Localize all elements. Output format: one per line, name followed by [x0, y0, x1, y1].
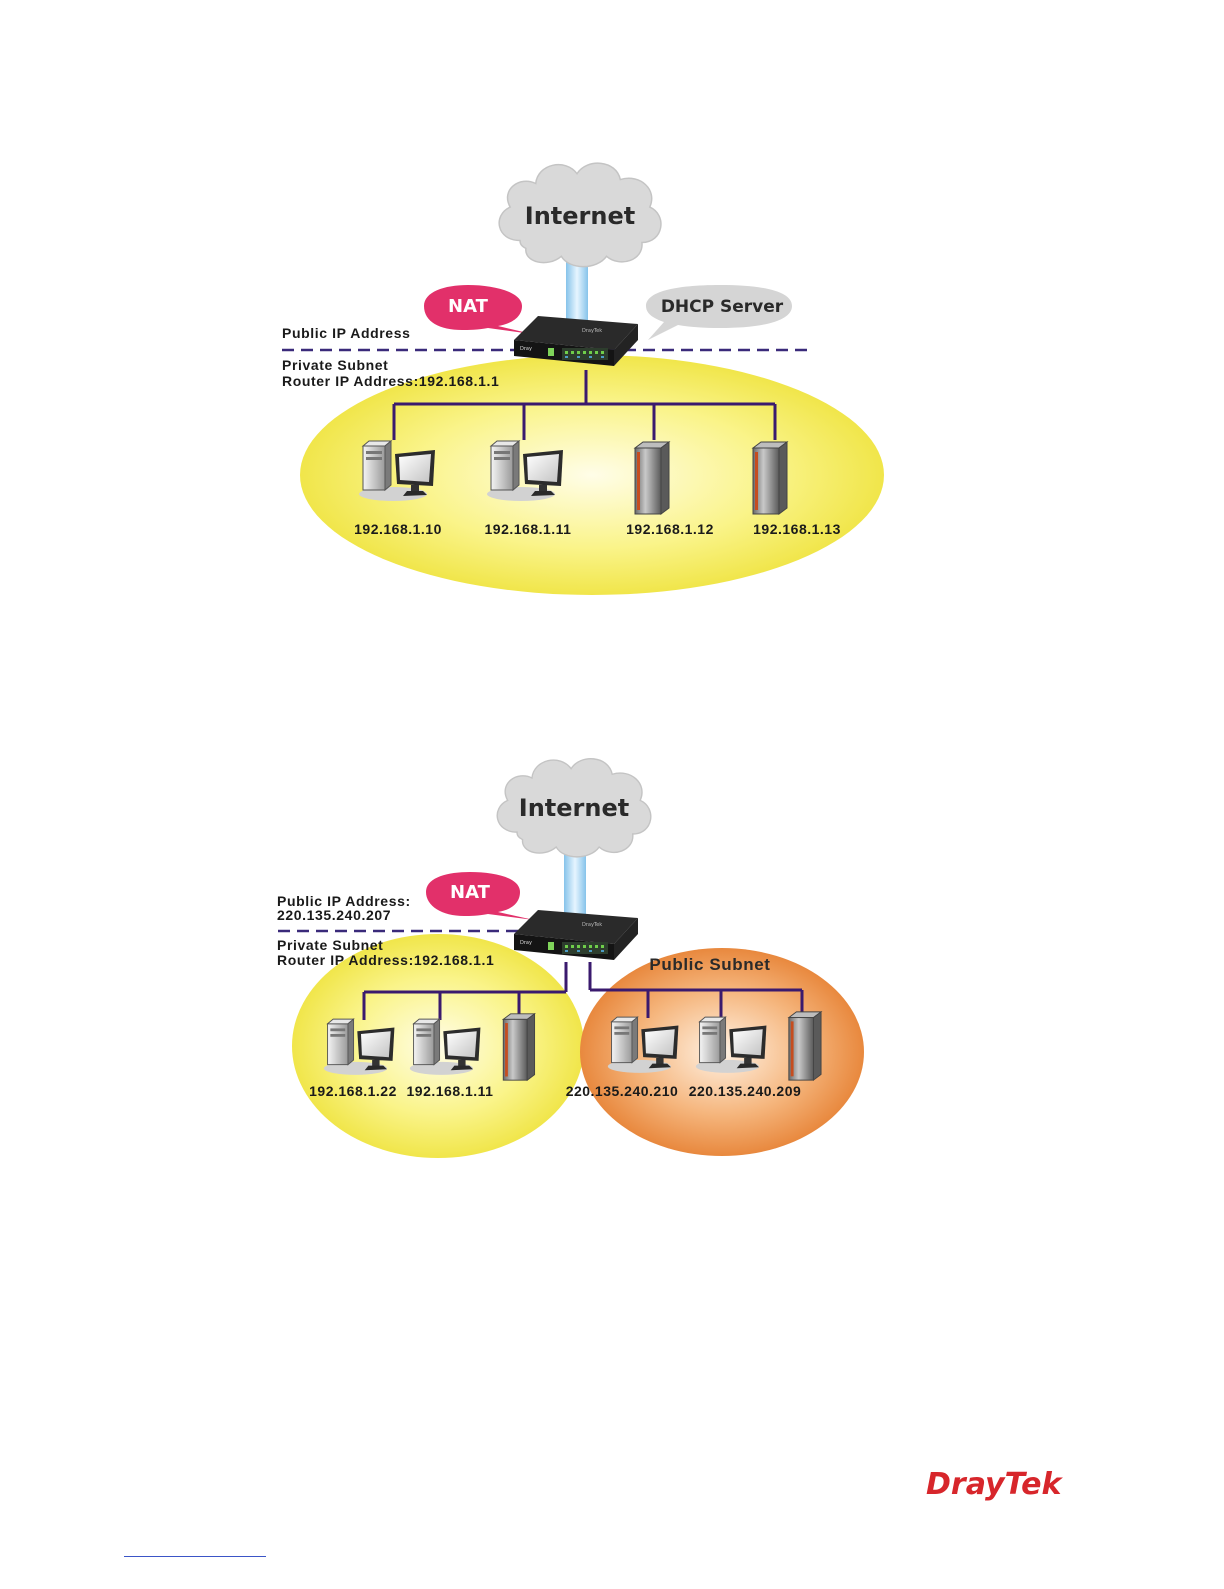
- private-device-pc-2: 192.168.1.11: [407, 1018, 494, 1099]
- device-pc-2: 192.168.1.11: [485, 440, 572, 537]
- device-ip: 220.135.240.209: [689, 1083, 802, 1099]
- private-subnet-zone: [300, 355, 884, 595]
- internet-label: Internet: [525, 202, 635, 230]
- router-ip-label: Router IP Address:192.168.1.1: [277, 952, 494, 968]
- draytek-logo: DrayTek: [926, 1467, 1064, 1502]
- server-icon: [788, 1011, 822, 1081]
- public-ip-label: Public IP Address: [282, 325, 410, 341]
- device-ip: 192.168.1.22: [309, 1083, 397, 1099]
- device-pc-1: 192.168.1.10: [354, 440, 442, 537]
- device-ip: 192.168.1.13: [753, 521, 841, 537]
- internet-cloud-icon: Internet: [496, 758, 652, 858]
- device-ip: 220.135.240.210: [566, 1083, 679, 1099]
- router-ip-label: Router IP Address:192.168.1.1: [282, 373, 499, 389]
- public-device-pc-2: 220.135.240.209: [689, 1016, 802, 1099]
- footer-link-underline[interactable]: [124, 1556, 266, 1557]
- public-device-pc-1: 220.135.240.210: [566, 1016, 679, 1099]
- diagram-nat-dhcp: Internet NAT DHCP Server Public IP Addre…: [282, 162, 884, 595]
- server-icon: [634, 441, 670, 515]
- nat-label: NAT: [450, 882, 491, 903]
- dhcp-server-label: DHCP Server: [661, 297, 784, 317]
- public-ip-label: Public IP Address:: [277, 893, 411, 909]
- server-icon: [502, 1013, 536, 1081]
- internet-label: Internet: [519, 794, 629, 822]
- device-server-1: 192.168.1.12: [626, 441, 714, 537]
- device-ip: 192.168.1.12: [626, 521, 714, 537]
- private-device-server: [502, 1013, 536, 1081]
- dhcp-server-bubble: DHCP Server: [646, 285, 792, 340]
- nat-bubble: NAT: [426, 872, 534, 920]
- private-device-pc-1: 192.168.1.22: [309, 1018, 397, 1099]
- router-icon: [514, 910, 638, 960]
- internet-cloud-icon: Internet: [498, 162, 662, 268]
- server-icon: [752, 441, 788, 515]
- device-ip: 192.168.1.11: [485, 521, 572, 537]
- device-server-2: 192.168.1.13: [752, 441, 841, 537]
- internet-uplink: [564, 854, 586, 918]
- private-subnet-label: Private Subnet: [282, 357, 388, 373]
- device-ip: 192.168.1.10: [354, 521, 442, 537]
- lan-wiring: [362, 962, 804, 1020]
- internet-uplink: [566, 262, 588, 326]
- private-subnet-label: Private Subnet: [277, 937, 383, 953]
- public-device-server: [788, 1011, 822, 1081]
- logo-text: DrayTek: [926, 1467, 1064, 1502]
- lan-wiring: [392, 370, 777, 440]
- nat-label: NAT: [448, 296, 489, 317]
- public-subnet-label: Public Subnet: [649, 955, 770, 974]
- device-ip: 192.168.1.11: [407, 1083, 494, 1099]
- diagram-nat-public-subnet: Internet NAT Public IP Address: 220.135.…: [277, 758, 864, 1158]
- nat-bubble: NAT: [424, 285, 532, 334]
- public-ip-value: 220.135.240.207: [277, 907, 391, 923]
